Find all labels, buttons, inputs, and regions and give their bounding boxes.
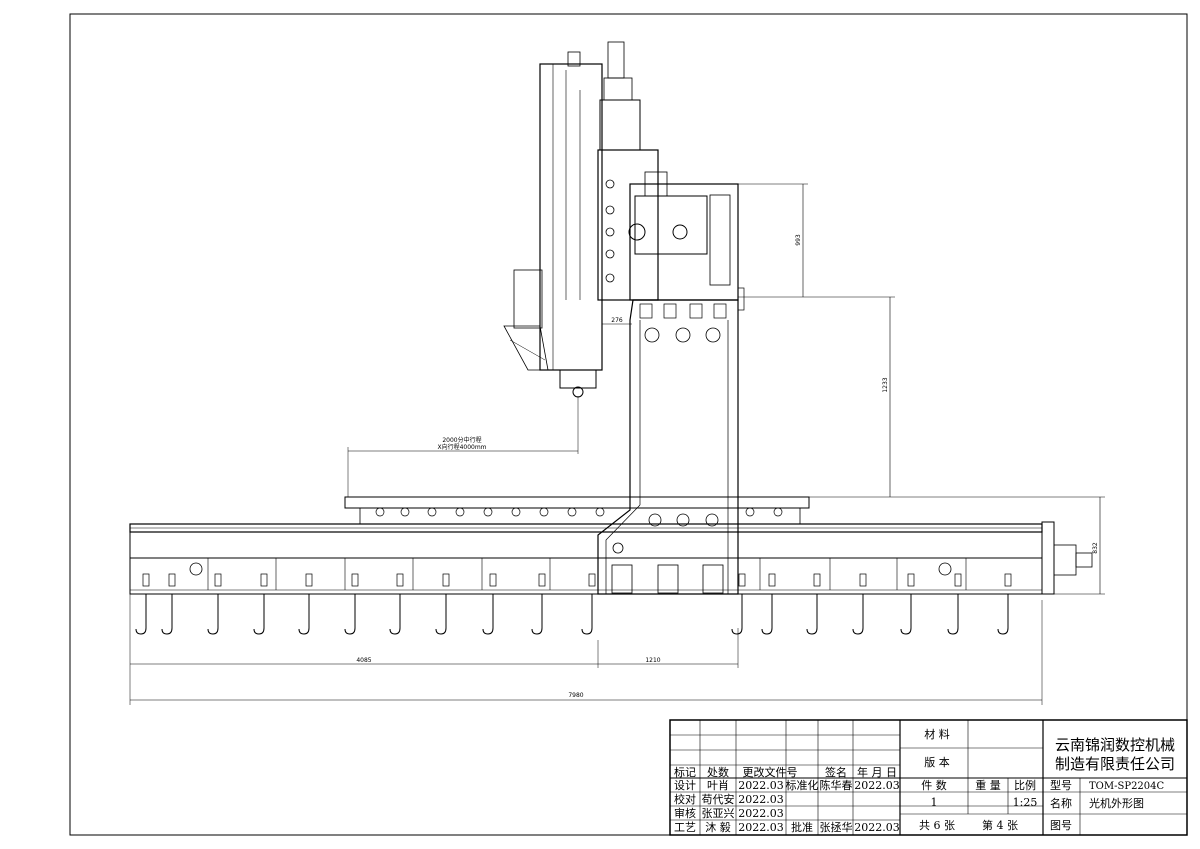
check-date: 2022.03 bbox=[738, 793, 784, 806]
check-name: 苟代安 bbox=[702, 792, 735, 806]
approve-label: 批准 bbox=[791, 820, 813, 834]
dimension-lines bbox=[129, 183, 1105, 705]
design-date: 2022.03 bbox=[738, 779, 784, 792]
title-block-grid bbox=[669, 719, 1188, 836]
standard-label: 标准化 bbox=[786, 778, 819, 792]
review-name: 张亚兴 bbox=[702, 807, 735, 820]
design-name: 叶肖 bbox=[707, 778, 729, 792]
header-mark: 标记 bbox=[674, 765, 696, 779]
header-sign: 签名 bbox=[825, 765, 847, 779]
approve-name: 张拯华 bbox=[820, 820, 853, 834]
check-label: 校对 bbox=[674, 792, 696, 806]
review-label: 审核 bbox=[674, 806, 696, 820]
design-label: 设计 bbox=[674, 779, 696, 792]
dim-bed-height: 832 bbox=[1092, 542, 1099, 554]
company-name-line-2: 制造有限责任公司 bbox=[1055, 755, 1175, 773]
model-value: TOM-SP2204C bbox=[1089, 781, 1165, 792]
anchor-bolts bbox=[135, 573, 1012, 635]
header-count: 处数 bbox=[707, 766, 729, 779]
name-label: 名称 bbox=[1050, 796, 1072, 810]
machine-bed bbox=[129, 496, 1093, 595]
scale-label: 比例 bbox=[1014, 778, 1036, 792]
drawing-number-label: 图号 bbox=[1050, 819, 1072, 832]
gantry-column bbox=[597, 183, 745, 595]
dim-left-length: 4085 bbox=[356, 657, 371, 664]
dim-offset-276: 276 bbox=[611, 317, 623, 324]
process-label: 工艺 bbox=[674, 821, 696, 834]
sheets-total: 共 6 张 bbox=[919, 819, 955, 832]
process-date: 2022.03 bbox=[738, 821, 784, 834]
pieces-label: 件 数 bbox=[921, 779, 947, 792]
dim-z-travel: 993 bbox=[795, 234, 802, 246]
dim-mid-length: 1210 bbox=[645, 657, 660, 664]
version-label: 版 本 bbox=[924, 755, 950, 769]
scale-value: 1:25 bbox=[1013, 796, 1038, 809]
company-name-line-1: 云南锦润数控机械 bbox=[1055, 736, 1175, 754]
travel-note-line-2: X向行程4000mm bbox=[437, 443, 486, 451]
pieces-value: 1 bbox=[931, 796, 938, 809]
dim-column-height: 1233 bbox=[882, 377, 889, 392]
material-label: 材 料 bbox=[924, 727, 950, 741]
dim-total-length: 7980 bbox=[568, 692, 583, 699]
standard-name: 陈华春 bbox=[820, 778, 853, 792]
spindle-head bbox=[503, 41, 708, 398]
table-slot-holes bbox=[375, 507, 783, 517]
title-block-text: 云南锦润数控机械 制造有限责任公司 材 料 版 本 标记 处数 更改文件号 签名… bbox=[674, 727, 1175, 834]
process-name: 沐 毅 bbox=[705, 820, 731, 834]
name-value: 光机外形图 bbox=[1089, 796, 1144, 810]
header-doc-number: 更改文件号 bbox=[743, 765, 798, 779]
approve-date: 2022.03 bbox=[854, 821, 900, 834]
header-date: 年 月 日 bbox=[857, 765, 897, 779]
model-label: 型号 bbox=[1050, 778, 1072, 792]
standard-date: 2022.03 bbox=[854, 779, 900, 792]
travel-note-line-1: 2000分中行程 bbox=[442, 436, 481, 444]
drawing-border bbox=[69, 13, 1188, 836]
weight-label: 重 量 bbox=[975, 778, 1001, 792]
sheet-number: 第 4 张 bbox=[982, 818, 1018, 832]
review-date: 2022.03 bbox=[738, 807, 784, 820]
